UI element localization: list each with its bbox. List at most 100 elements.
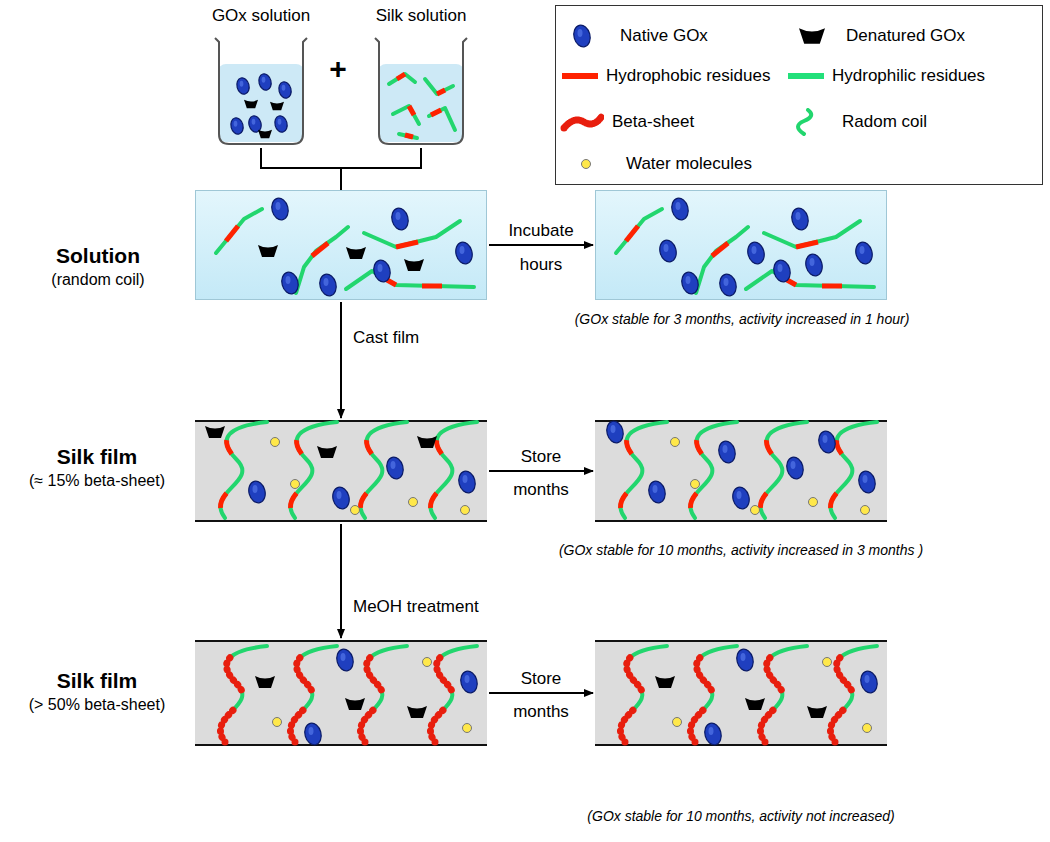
process-arrow bbox=[489, 470, 593, 472]
native-gox-shine bbox=[278, 119, 282, 125]
hydrophobic-segment bbox=[312, 243, 328, 256]
beta-sheet bbox=[220, 646, 267, 742]
water-molecule bbox=[409, 498, 418, 507]
illustration bbox=[196, 191, 488, 301]
film-panel: Silk film(> 50% beta-sheet) bbox=[195, 640, 487, 746]
duration-label: hours bbox=[520, 255, 563, 275]
native-gox-shine bbox=[741, 653, 746, 661]
solution-panel: Solution(random coil) bbox=[195, 190, 487, 300]
hydrophobic-segment bbox=[396, 242, 418, 247]
beta-sheet bbox=[620, 422, 667, 518]
denatured-gox bbox=[258, 245, 278, 257]
row-label: Silk film(> 50% beta-sheet) bbox=[7, 668, 187, 716]
native-gox bbox=[389, 206, 410, 231]
water-molecule bbox=[463, 724, 472, 733]
water-molecule bbox=[351, 506, 360, 515]
illustration bbox=[195, 422, 487, 524]
native-gox bbox=[273, 114, 289, 133]
hydrophobic-segment bbox=[226, 226, 238, 241]
random-coil bbox=[393, 106, 419, 124]
water-molecule bbox=[863, 724, 872, 733]
plus-sign: + bbox=[329, 52, 347, 86]
film-panel: (GOx stable for 10 months, activity incr… bbox=[595, 420, 887, 522]
denatured-gox bbox=[655, 676, 675, 688]
beaker-liquid bbox=[378, 64, 464, 142]
native-gox-shine bbox=[709, 727, 714, 735]
random-coil bbox=[616, 209, 662, 253]
random-coil bbox=[425, 79, 453, 94]
native-gox bbox=[269, 196, 290, 221]
denatured-gox bbox=[745, 698, 765, 710]
native-gox-shine bbox=[865, 675, 870, 683]
water-molecule bbox=[461, 506, 470, 515]
random-coil bbox=[430, 646, 477, 742]
hydrophobic-segment bbox=[437, 90, 445, 94]
row-heading: Silk film bbox=[7, 444, 187, 470]
native-gox-shine bbox=[460, 246, 465, 254]
hydrophobic-segment bbox=[397, 74, 405, 79]
random-coil bbox=[760, 646, 807, 742]
water-molecule bbox=[809, 498, 818, 507]
denatured-gox bbox=[255, 676, 275, 688]
native-gox-shine bbox=[823, 435, 828, 443]
row-label: Solution(random coil) bbox=[8, 243, 188, 291]
native-gox bbox=[453, 240, 474, 265]
native-gox bbox=[853, 240, 874, 265]
beta-sheet bbox=[430, 422, 477, 518]
denatured-gox bbox=[807, 706, 827, 718]
beta-sheet bbox=[760, 422, 807, 518]
native-gox-shine bbox=[752, 246, 757, 254]
beta-sheet bbox=[564, 116, 602, 128]
native-gox bbox=[716, 439, 737, 464]
arrow-label: Store bbox=[519, 669, 564, 689]
denatured-gox bbox=[417, 436, 437, 448]
beta-sheet bbox=[830, 646, 877, 742]
random-coil bbox=[798, 110, 811, 134]
native-gox-shine bbox=[676, 202, 681, 210]
row-subheading: (> 50% beta-sheet) bbox=[7, 694, 187, 716]
native-gox bbox=[247, 114, 263, 133]
random-coil bbox=[429, 108, 455, 130]
legend-entry: Hydrophobic residues bbox=[562, 66, 770, 86]
random-coil bbox=[620, 646, 667, 742]
native-gox-shine bbox=[337, 491, 342, 499]
water-molecule bbox=[861, 506, 870, 515]
denatured-gox bbox=[244, 100, 258, 108]
native-gox-shine bbox=[282, 85, 286, 91]
illustration bbox=[595, 422, 887, 524]
native-gox-shine bbox=[578, 29, 583, 37]
denatured-gox bbox=[345, 698, 365, 710]
legend-swatch bbox=[562, 73, 598, 79]
native-gox-shine bbox=[286, 276, 291, 284]
random-coil bbox=[830, 646, 877, 742]
legend-text: Hydrophilic residues bbox=[832, 66, 985, 86]
water-molecule bbox=[582, 160, 591, 169]
duration-label: months bbox=[513, 702, 569, 722]
legend-entry: Native GOx bbox=[568, 22, 708, 50]
illustration bbox=[215, 34, 307, 146]
water-molecule bbox=[691, 480, 700, 489]
legend-box: Native GOx Denatured GOxHydrophobic resid… bbox=[555, 5, 1043, 185]
native-gox-shine bbox=[664, 244, 669, 252]
denatured-gox bbox=[799, 28, 825, 44]
native-gox bbox=[246, 479, 267, 504]
arrow-label: MeOH treatment bbox=[351, 597, 481, 617]
random-coil bbox=[389, 74, 415, 84]
random-coil bbox=[220, 422, 267, 518]
hydrophobic-segment bbox=[431, 110, 441, 115]
legend-entry: Beta-sheet bbox=[560, 108, 694, 136]
legend-text: Beta-sheet bbox=[612, 112, 694, 132]
native-gox-shine bbox=[796, 212, 801, 220]
beta-sheet bbox=[760, 646, 807, 742]
panel-note: (GOx stable for 10 months, activity incr… bbox=[559, 542, 923, 558]
native-gox bbox=[456, 469, 477, 494]
native-gox bbox=[816, 429, 837, 454]
legend-entry: Hydrophilic residues bbox=[788, 66, 985, 86]
native-gox-shine bbox=[686, 276, 691, 284]
legend-text: Hydrophobic residues bbox=[606, 66, 770, 86]
arrow-label: Cast film bbox=[351, 328, 421, 348]
native-gox-shine bbox=[723, 445, 728, 453]
native-gox-shine bbox=[778, 264, 783, 272]
legend-text: Denatured GOx bbox=[846, 26, 965, 46]
water-molecule bbox=[673, 718, 682, 727]
